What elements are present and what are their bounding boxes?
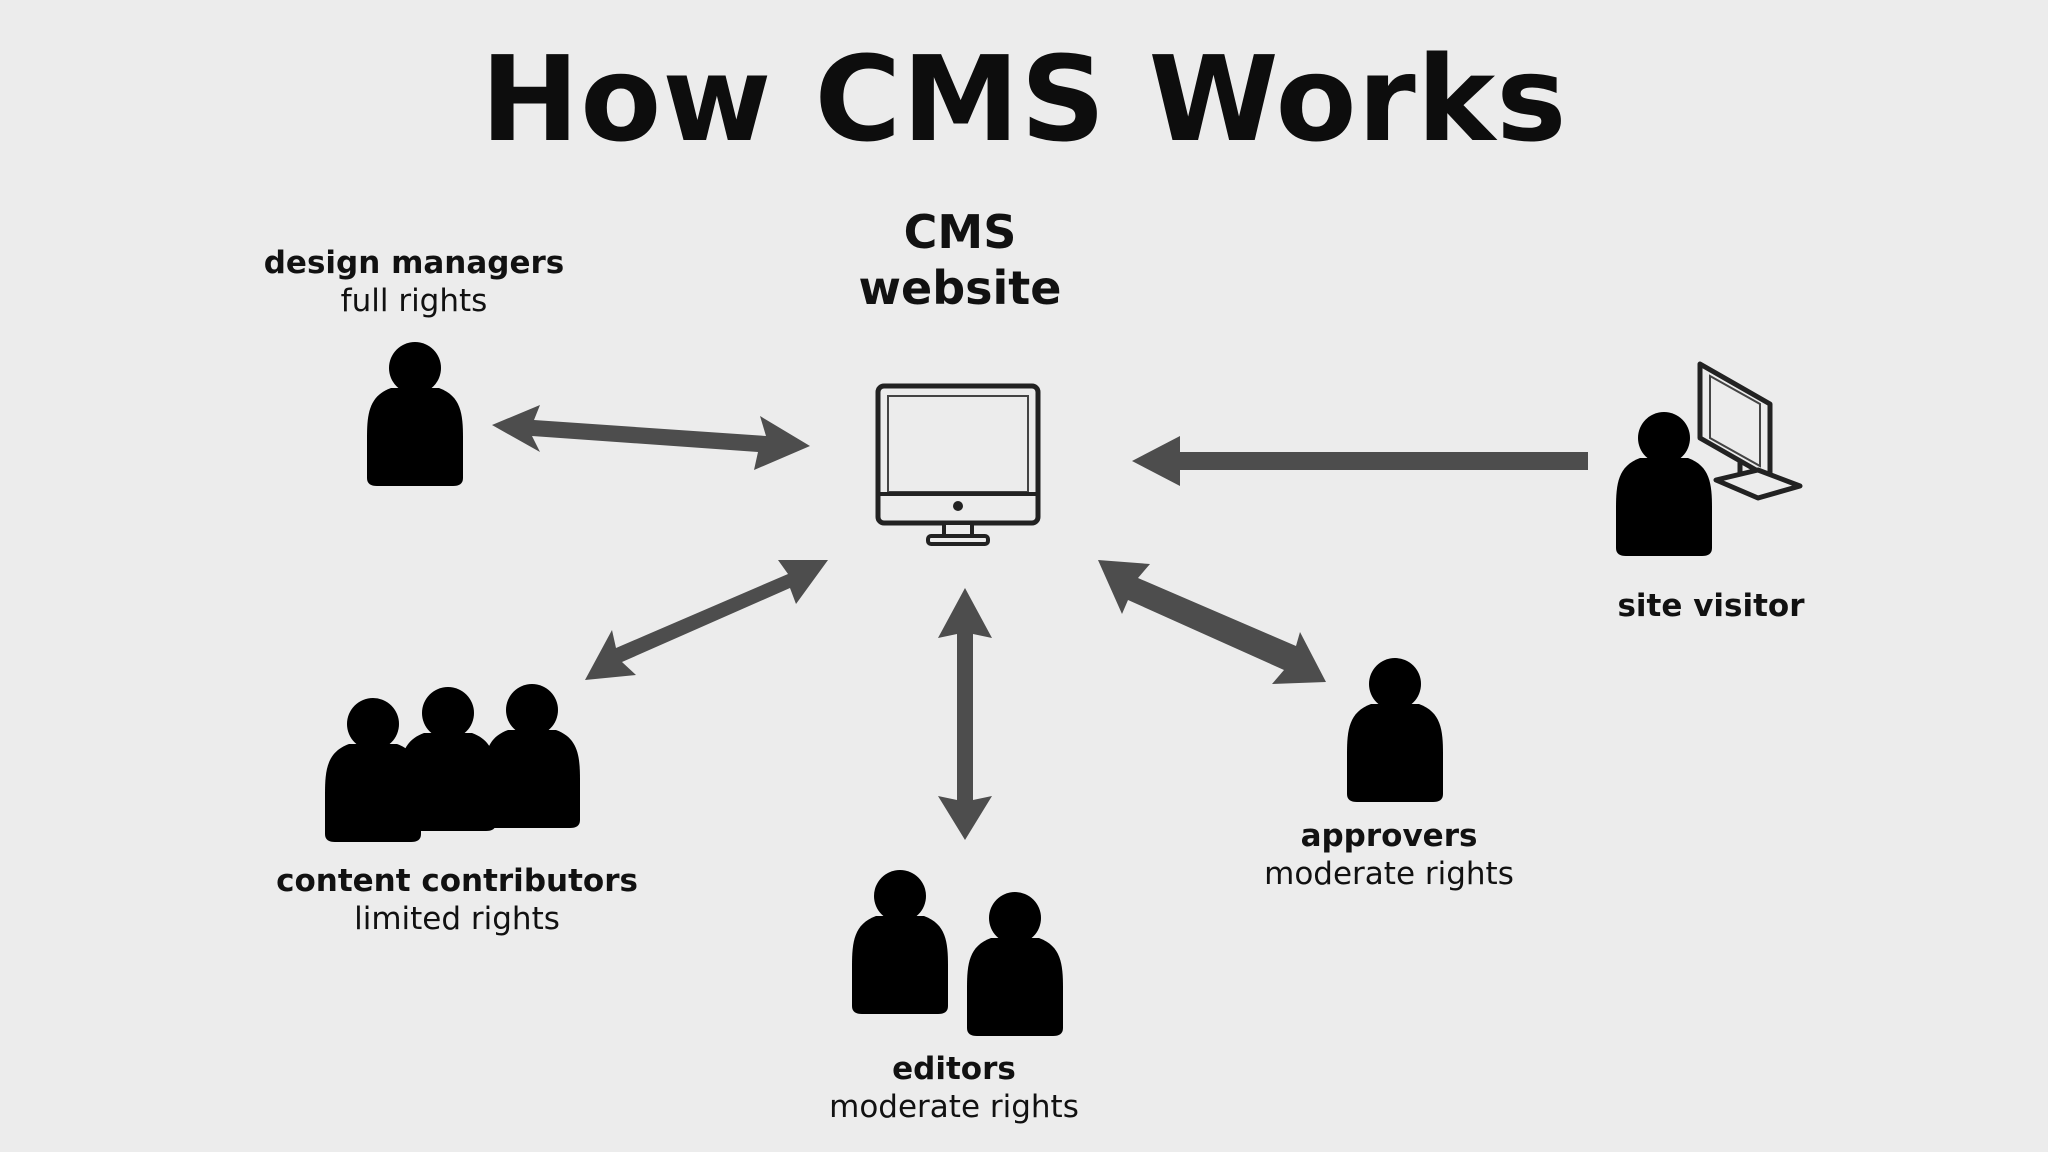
content-contributor-person-icon bbox=[484, 684, 580, 828]
arrow-approvers bbox=[1098, 560, 1326, 684]
role-label-design-managers: design managers full rights bbox=[264, 244, 565, 321]
role-name: content contributors bbox=[276, 863, 638, 899]
role-label-editors: editors moderate rights bbox=[829, 1050, 1079, 1127]
role-rights: moderate rights bbox=[1264, 856, 1514, 892]
cms-label-line1: CMS bbox=[903, 205, 1017, 259]
role-label-approvers: approvers moderate rights bbox=[1264, 817, 1514, 894]
role-rights: full rights bbox=[340, 283, 488, 319]
arrow-content-contributors bbox=[585, 560, 828, 680]
cms-website-label: CMS website bbox=[859, 204, 1062, 316]
approver-person-icon bbox=[1347, 658, 1443, 802]
role-name: editors bbox=[892, 1051, 1016, 1087]
site-visitor-monitor-icon bbox=[1697, 361, 1803, 501]
arrow-site-visitor bbox=[1132, 436, 1588, 486]
cms-label-line2: website bbox=[858, 261, 1062, 315]
arrow-editors bbox=[938, 588, 992, 840]
role-name: site visitor bbox=[1617, 588, 1805, 624]
content-contributor-person-icon bbox=[325, 698, 421, 842]
cms-computer-icon bbox=[875, 383, 1041, 546]
role-label-site-visitor: site visitor bbox=[1617, 587, 1804, 625]
diagram-title: How CMS Works bbox=[480, 30, 1568, 168]
role-rights: limited rights bbox=[354, 901, 560, 937]
role-label-content-contributors: content contributors limited rights bbox=[276, 862, 638, 939]
role-name: design managers bbox=[263, 245, 565, 281]
editor-person-icon bbox=[967, 892, 1063, 1036]
role-name: approvers bbox=[1300, 818, 1478, 854]
editor-person-icon bbox=[852, 870, 948, 1014]
arrow-design-managers bbox=[492, 405, 810, 470]
role-rights: moderate rights bbox=[829, 1089, 1079, 1125]
design-manager-person-icon bbox=[367, 342, 463, 486]
